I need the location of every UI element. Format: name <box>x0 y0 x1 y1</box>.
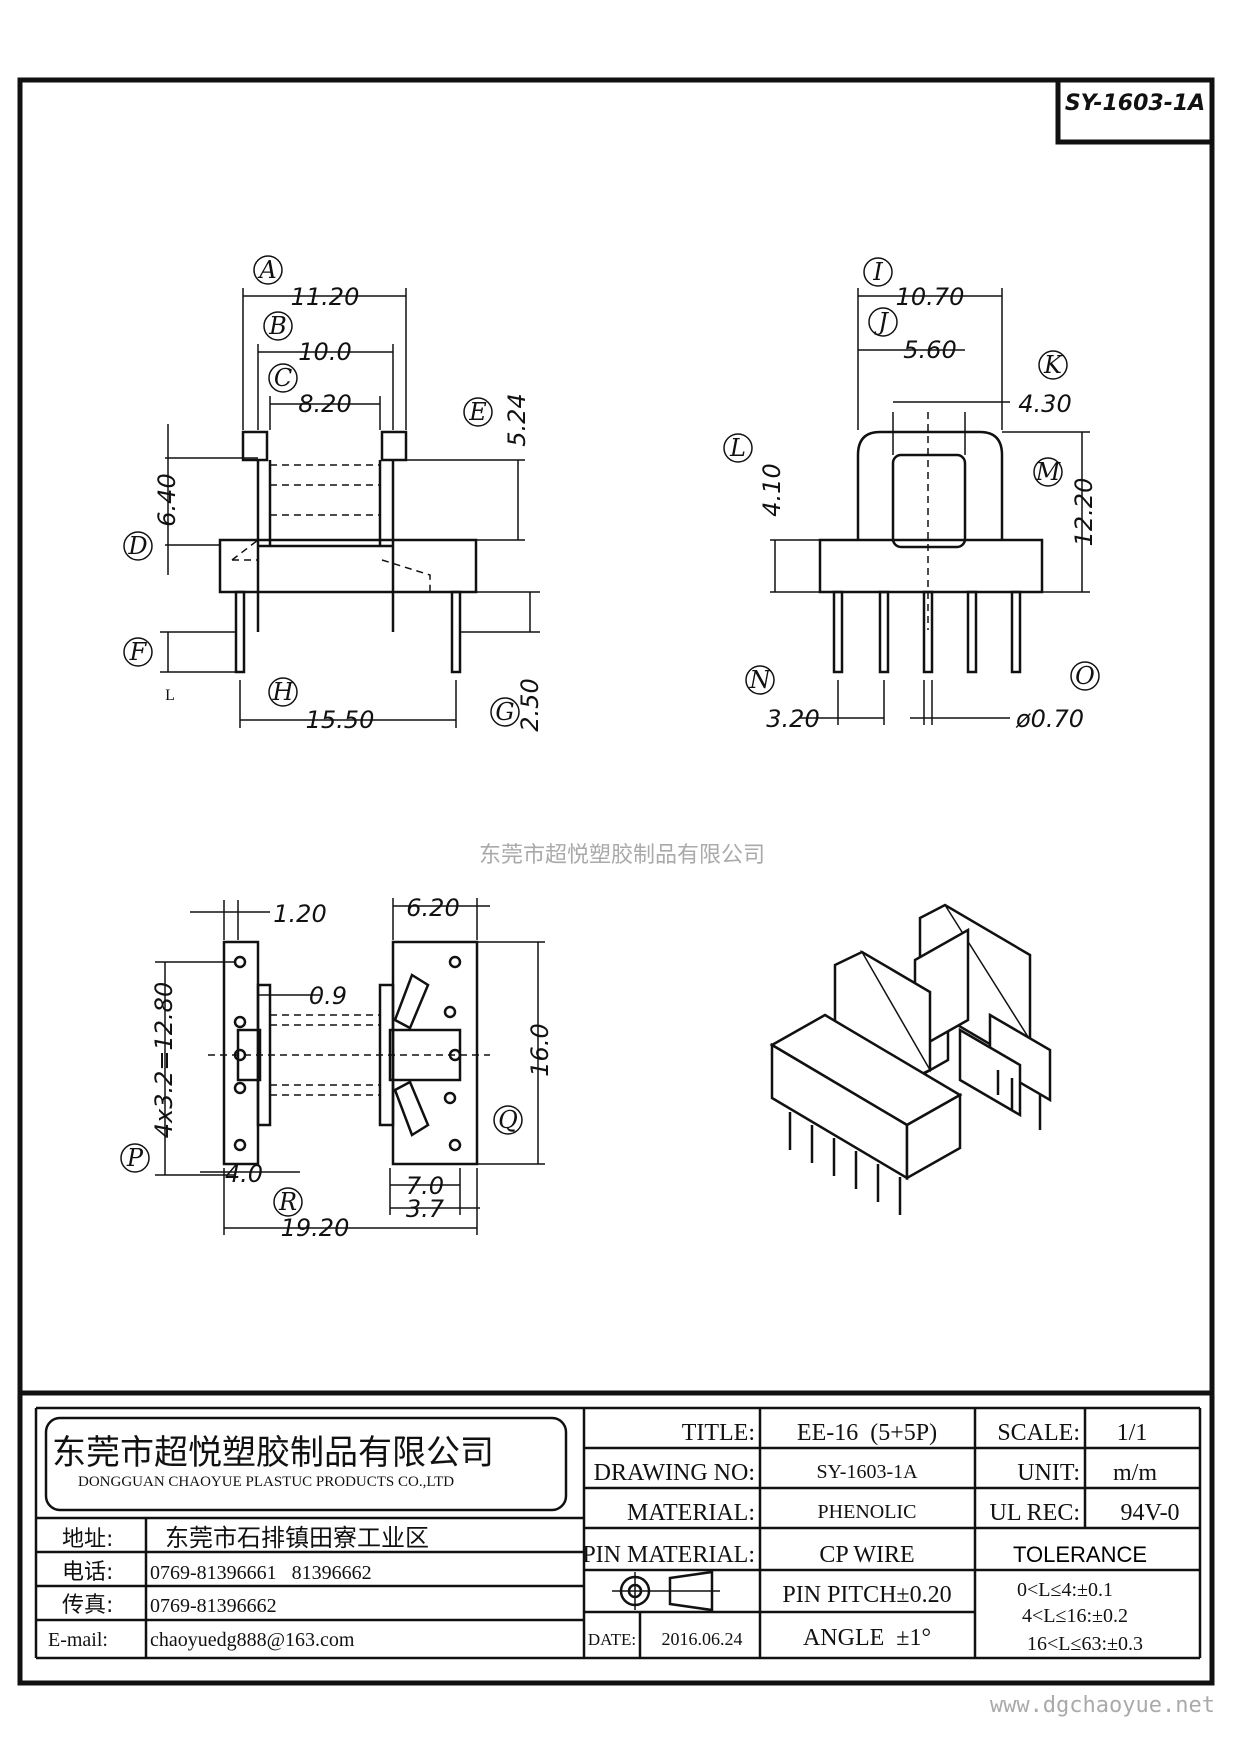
svg-text:0.9: 0.9 <box>309 982 347 1010</box>
svg-text:4.30: 4.30 <box>1018 390 1071 418</box>
svg-text:地址:: 地址: <box>62 1527 113 1552</box>
svg-text:E: E <box>468 398 487 426</box>
svg-text:4.10: 4.10 <box>758 463 786 516</box>
watermark-center: 东莞市超悦塑胶制品有限公司 <box>479 843 765 868</box>
svg-text:TOLERANCE: TOLERANCE <box>1013 1542 1147 1567</box>
scale-value: 1/1 <box>1117 1420 1148 1446</box>
svg-text:A: A <box>257 256 276 284</box>
svg-text:UL REC:: UL REC: <box>990 1500 1080 1526</box>
drawing-code: SY-1603-1A <box>1065 91 1205 116</box>
svg-text:DRAWING NO:: DRAWING NO: <box>594 1460 755 1486</box>
svg-text:16.0: 16.0 <box>526 1023 554 1076</box>
svg-text:传真:: 传真: <box>62 1593 113 1618</box>
pin-material: CP WIRE <box>819 1542 914 1568</box>
pin-pitch: PIN PITCH±0.20 <box>782 1582 951 1608</box>
svg-text:K: K <box>1043 351 1064 379</box>
svg-text:4x3.2=12.80: 4x3.2=12.80 <box>150 982 178 1138</box>
svg-text:PIN MATERIAL:: PIN MATERIAL: <box>582 1542 755 1568</box>
svg-text:3.7: 3.7 <box>406 1195 445 1223</box>
svg-text:I: I <box>872 258 883 286</box>
ul-value: 94V-0 <box>1120 1500 1179 1526</box>
svg-text:SCALE:: SCALE: <box>997 1420 1080 1446</box>
svg-text:O: O <box>1075 662 1095 690</box>
svg-text:1.20: 1.20 <box>273 900 326 928</box>
svg-text:8.20: 8.20 <box>298 390 351 418</box>
svg-text:UNIT:: UNIT: <box>1017 1460 1080 1486</box>
svg-text:4<L≤16:±0.2: 4<L≤16:±0.2 <box>1022 1605 1128 1627</box>
svg-text:J: J <box>873 308 889 336</box>
svg-text:16<L≤63:±0.3: 16<L≤63:±0.3 <box>1027 1633 1143 1655</box>
svg-text:5.24: 5.24 <box>503 393 531 446</box>
svg-text:L: L <box>165 687 175 704</box>
company-name-en: DONGGUAN CHAOYUE PLASTUC PRODUCTS CO.,LT… <box>78 1474 454 1490</box>
fax: 0769-81396662 <box>150 1595 277 1617</box>
svg-text:C: C <box>274 364 292 392</box>
watermark-url: www.dgchaoyue.net <box>990 1693 1215 1718</box>
front-view: A B C D E F G H L 11.20 10.0 8.20 6.40 5… <box>123 255 544 734</box>
phone: 0769-81396661 81396662 <box>150 1562 372 1584</box>
svg-text:ø0.70: ø0.70 <box>1015 705 1084 733</box>
svg-text:6.40: 6.40 <box>153 473 181 526</box>
svg-text:10.0: 10.0 <box>298 338 351 366</box>
svg-text:Q: Q <box>498 1106 518 1134</box>
svg-text:E-mail:: E-mail: <box>48 1629 108 1651</box>
svg-text:15.50: 15.50 <box>306 706 375 734</box>
svg-text:DATE:: DATE: <box>588 1630 636 1649</box>
drawing-no: SY-1603-1A <box>816 1461 918 1483</box>
company-box <box>44 1416 568 1512</box>
top-view: P Q R 1.20 6.20 0.9 16.0 4x3.2=12.80 4.0… <box>120 894 554 1242</box>
material: PHENOLIC <box>818 1501 917 1523</box>
svg-text:4.0: 4.0 <box>225 1160 263 1188</box>
isometric-view <box>769 903 1052 1215</box>
sheet-border <box>17 77 1215 1686</box>
svg-text:2.50: 2.50 <box>516 678 544 731</box>
svg-text:5.60: 5.60 <box>903 336 956 364</box>
svg-text:N: N <box>749 666 772 694</box>
address: 东莞市石排镇田寮工业区 <box>165 1524 429 1552</box>
code-box <box>1055 77 1215 145</box>
svg-text:19.20: 19.20 <box>281 1214 350 1242</box>
projection-symbol-icon <box>612 1570 720 1612</box>
unit-value: m/m <box>1113 1460 1157 1486</box>
svg-text:TITLE:: TITLE: <box>682 1420 755 1446</box>
svg-text:6.20: 6.20 <box>406 894 459 922</box>
svg-text:电话:: 电话: <box>62 1560 113 1585</box>
date: 2016.06.24 <box>662 1629 743 1649</box>
svg-text:R: R <box>278 1188 297 1216</box>
angle-tolerance: ANGLE ±1° <box>803 1625 931 1651</box>
svg-text:12.20: 12.20 <box>1070 478 1098 547</box>
svg-text:F: F <box>129 638 148 666</box>
svg-text:P: P <box>126 1144 144 1172</box>
svg-text:0<L≤4:±0.1: 0<L≤4:±0.1 <box>1017 1579 1113 1601</box>
part-title: EE-16 (5+5P) <box>797 1420 937 1446</box>
company-name-cn: 东莞市超悦塑胶制品有限公司 <box>52 1433 494 1473</box>
svg-text:G: G <box>495 698 514 726</box>
side-view: I J K L M N O 10.70 5.60 4.30 4.10 12.20… <box>723 257 1100 733</box>
svg-text:11.20: 11.20 <box>291 283 360 311</box>
svg-text:D: D <box>127 532 147 560</box>
svg-text:3.20: 3.20 <box>766 705 819 733</box>
svg-text:H: H <box>272 678 295 706</box>
email: chaoyuedg888@163.com <box>150 1629 355 1651</box>
svg-text:M: M <box>1035 458 1062 486</box>
svg-text:B: B <box>268 312 287 340</box>
svg-text:MATERIAL:: MATERIAL: <box>627 1500 755 1526</box>
svg-text:L: L <box>729 434 746 462</box>
title-block: 东莞市超悦塑胶制品有限公司 DONGGUAN CHAOYUE PLASTUC P… <box>20 1390 1212 1660</box>
svg-text:10.70: 10.70 <box>896 283 965 311</box>
svg-text:7.0: 7.0 <box>406 1172 444 1200</box>
